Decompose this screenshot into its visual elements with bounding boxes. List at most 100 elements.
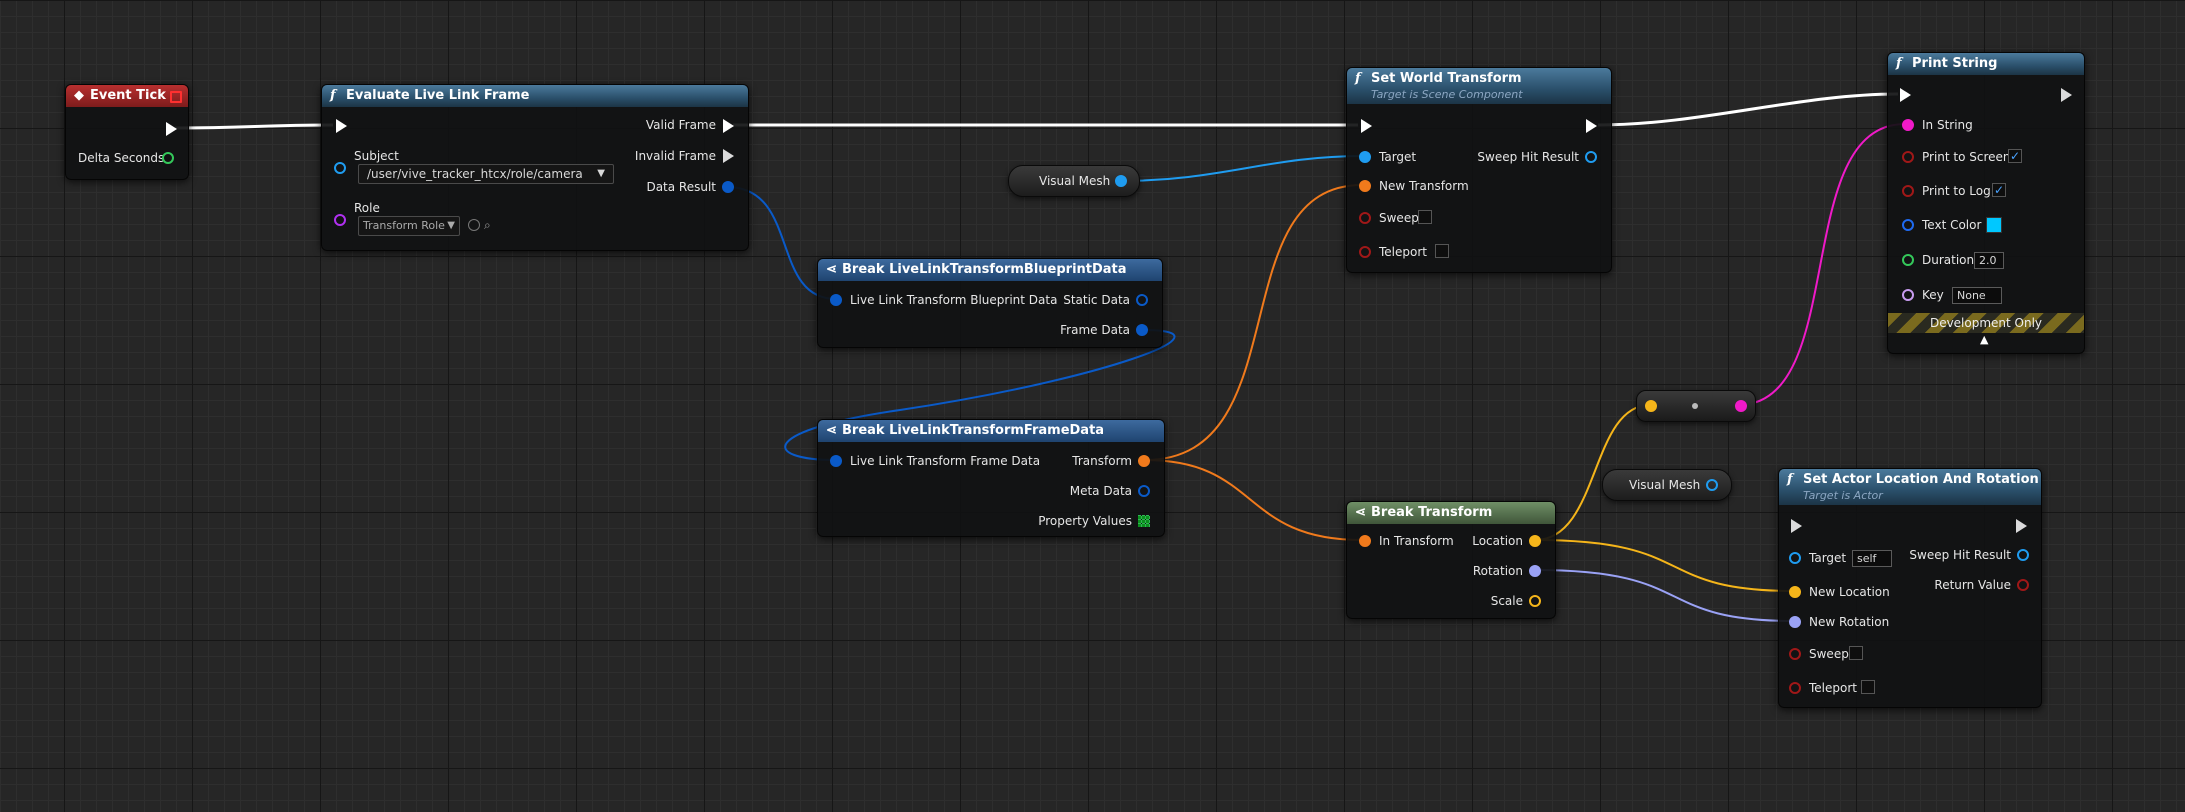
text-color-swatch[interactable] (1986, 217, 2002, 233)
data-result-pin[interactable] (722, 181, 734, 193)
new-location-pin[interactable] (1789, 586, 1801, 598)
print-to-screen-checkbox[interactable]: ✓ (2008, 149, 2022, 163)
static-data-pin[interactable] (1136, 294, 1148, 306)
print-string-node[interactable]: f Print String In String Print to Screen… (1887, 52, 2085, 354)
sweep-label: Sweep (1809, 647, 1849, 661)
in-transform-label: In Transform (1379, 534, 1454, 548)
teleport-checkbox[interactable] (1435, 244, 1449, 258)
collapse-chevron-icon[interactable]: ▲ (1980, 333, 1989, 346)
teleport-pin[interactable] (1359, 246, 1371, 258)
teleport-pin[interactable] (1789, 682, 1801, 694)
exec-in-pin[interactable] (1791, 519, 1802, 533)
role-dropdown[interactable]: Transform Role ▼ (358, 216, 460, 236)
break-frame-data-node[interactable]: ⋖ Break LiveLinkTransformFrameData Live … (817, 419, 1165, 537)
meta-data-label: Meta Data (1069, 484, 1132, 498)
location-pin[interactable] (1529, 535, 1541, 547)
conversion-out-pin[interactable] (1735, 400, 1747, 412)
meta-data-pin[interactable] (1138, 485, 1150, 497)
visual-mesh-out-pin[interactable] (1706, 479, 1718, 491)
role-pin[interactable] (334, 214, 346, 226)
set-world-transform-node[interactable]: f Set World Transform Target is Scene Co… (1346, 67, 1612, 273)
target-input[interactable]: self (1852, 550, 1892, 567)
subject-pin[interactable] (334, 162, 346, 174)
break-transform-node[interactable]: ⋖ Break Transform In Transform Location … (1346, 501, 1556, 619)
invalid-frame-pin[interactable] (723, 149, 734, 163)
conversion-node[interactable] (1636, 390, 1756, 422)
print-to-log-pin[interactable] (1902, 185, 1914, 197)
break-frame-data-title: Break LiveLinkTransformFrameData (842, 423, 1105, 438)
subject-dropdown[interactable]: /user/vive_tracker_htcx/role/camera ▼ (358, 164, 614, 184)
exec-out-pin[interactable] (2061, 88, 2072, 102)
target-pin[interactable] (1359, 151, 1371, 163)
search-icon[interactable]: ⌕ (484, 218, 491, 232)
visual-mesh-out-pin[interactable] (1115, 175, 1127, 187)
sweep-checkbox[interactable] (1418, 210, 1432, 224)
print-to-log-checkbox[interactable]: ✓ (1992, 183, 2006, 197)
browse-icon[interactable] (468, 219, 480, 231)
sweep-hit-result-pin[interactable] (1585, 151, 1597, 163)
set-actor-location-rotation-title: Set Actor Location And Rotation (1803, 472, 2039, 487)
sweep-pin[interactable] (1359, 212, 1371, 224)
duration-pin[interactable] (1902, 254, 1914, 266)
break-struct-icon: ⋖ (826, 262, 837, 277)
location-label: Location (1472, 534, 1523, 548)
visual-mesh-label: Visual Mesh (1629, 478, 1701, 492)
return-value-label: Return Value (1934, 578, 2011, 592)
teleport-checkbox[interactable] (1861, 680, 1875, 694)
event-tick-node[interactable]: ◆ Event Tick Delta Seconds (65, 84, 189, 180)
event-delegate-icon (170, 91, 182, 103)
sweep-hit-result-pin[interactable] (2017, 549, 2029, 561)
visual-mesh-node-2[interactable]: Visual Mesh (1602, 469, 1732, 501)
new-transform-pin[interactable] (1359, 180, 1371, 192)
function-icon: f (1355, 71, 1361, 86)
print-string-title: Print String (1912, 56, 1998, 71)
sweep-checkbox[interactable] (1849, 646, 1863, 660)
frame-data-in-label: Live Link Transform Frame Data (850, 454, 1041, 468)
exec-in-pin[interactable] (336, 119, 347, 133)
teleport-label: Teleport (1379, 245, 1427, 259)
in-transform-pin[interactable] (1359, 535, 1371, 547)
target-pin[interactable] (1789, 552, 1801, 564)
text-color-pin[interactable] (1902, 219, 1914, 231)
function-icon: f (330, 88, 336, 103)
set-actor-location-rotation-header: f Set Actor Location And Rotation Target… (1779, 469, 2041, 505)
frame-data-pin[interactable] (1136, 324, 1148, 336)
blueprint-data-in-pin[interactable] (830, 294, 842, 306)
evaluate-live-link-frame-node[interactable]: f Evaluate Live Link Frame Subject /user… (321, 84, 749, 251)
static-data-label: Static Data (1063, 293, 1130, 307)
exec-out-pin[interactable] (166, 122, 177, 136)
property-values-label: Property Values (1038, 514, 1132, 528)
target-label: Target (1379, 150, 1417, 164)
function-icon: f (1896, 56, 1902, 71)
valid-frame-pin[interactable] (723, 119, 734, 133)
event-tick-header: ◆ Event Tick (66, 85, 188, 107)
scale-pin[interactable] (1529, 595, 1541, 607)
frame-data-in-pin[interactable] (830, 455, 842, 467)
exec-in-pin[interactable] (1361, 119, 1372, 133)
duration-input[interactable]: 2.0 (1974, 252, 2004, 269)
break-blueprint-data-node[interactable]: ⋖ Break LiveLinkTransformBlueprintData L… (817, 258, 1163, 348)
print-to-screen-pin[interactable] (1902, 151, 1914, 163)
visual-mesh-label: Visual Mesh (1039, 174, 1111, 188)
role-label: Role (354, 201, 380, 215)
return-value-pin[interactable] (2017, 579, 2029, 591)
evaluate-live-link-frame-header: f Evaluate Live Link Frame (322, 85, 748, 107)
delta-seconds-pin[interactable] (162, 152, 174, 164)
key-pin[interactable] (1902, 289, 1914, 301)
invalid-frame-label: Invalid Frame (634, 149, 716, 163)
set-actor-location-rotation-node[interactable]: f Set Actor Location And Rotation Target… (1778, 468, 2042, 708)
break-struct-icon: ⋖ (1355, 505, 1366, 520)
in-string-pin[interactable] (1902, 119, 1914, 131)
transform-out-pin[interactable] (1138, 455, 1150, 467)
exec-out-pin[interactable] (1586, 119, 1597, 133)
break-blueprint-data-header: ⋖ Break LiveLinkTransformBlueprintData (818, 259, 1162, 281)
visual-mesh-node[interactable]: Visual Mesh (1008, 165, 1140, 197)
rotation-pin[interactable] (1529, 565, 1541, 577)
sweep-pin[interactable] (1789, 648, 1801, 660)
property-values-array-pin[interactable] (1138, 515, 1150, 527)
new-rotation-pin[interactable] (1789, 616, 1801, 628)
conversion-in-pin[interactable] (1645, 400, 1657, 412)
exec-out-pin[interactable] (2016, 519, 2027, 533)
key-input[interactable]: None (1952, 287, 2002, 304)
exec-in-pin[interactable] (1900, 88, 1911, 102)
